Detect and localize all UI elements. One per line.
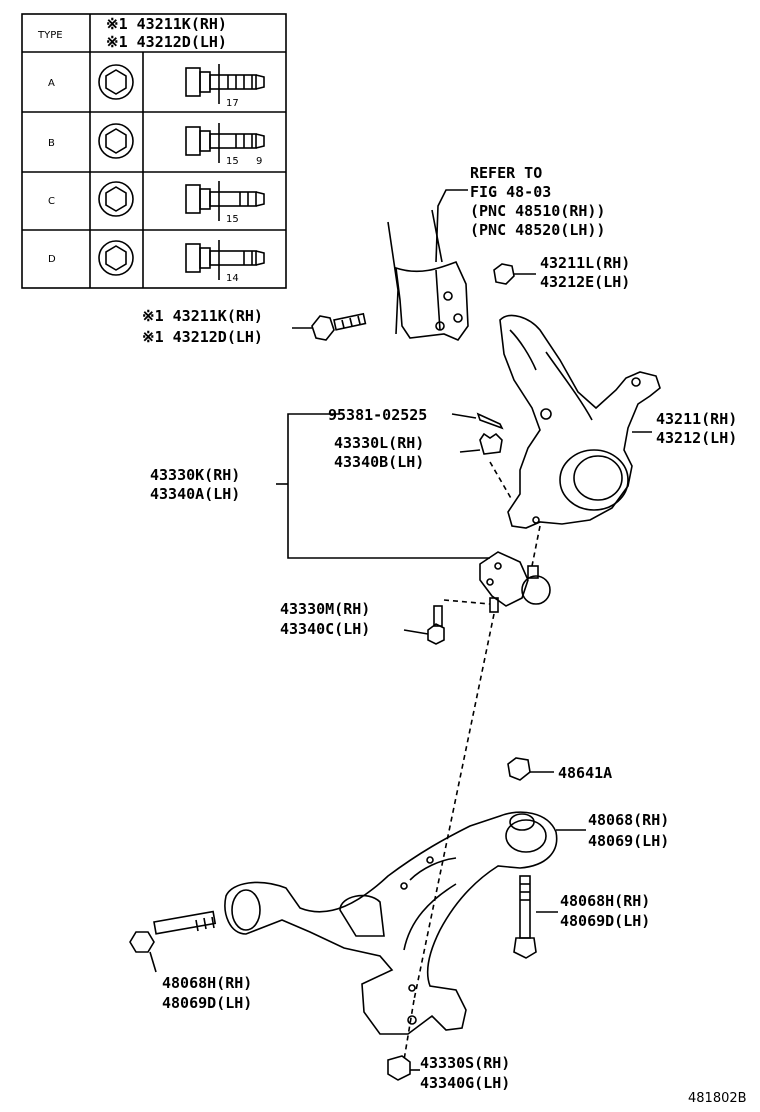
part-label-43340C-lh: 43340C(LH) [280, 620, 370, 638]
part-label-48068H-rh-right: 48068H(RH) [560, 892, 650, 910]
bolt-dimension: 14 [226, 273, 239, 284]
cotter-pin [451, 412, 504, 430]
flange-nut-43211L [493, 263, 536, 285]
ball-joint [479, 551, 551, 613]
nut-48641A [507, 757, 554, 781]
part-label-43330S-rh: 43330S(RH) [420, 1054, 510, 1072]
assembly-lines [403, 461, 541, 1061]
nut-43330S [387, 1055, 420, 1081]
part-label-43212D-lh: ※1 43212D(LH) [142, 328, 263, 346]
bolt-dimension: 15 [226, 156, 239, 167]
bolt-head-end-view [98, 123, 134, 159]
part-label-43340A-lh: 43340A(LH) [150, 485, 240, 503]
part-label-48069D-lh-right: 48069D(LH) [560, 912, 650, 930]
part-label-43211K-rh: ※1 43211K(RH) [142, 307, 263, 325]
part-label-95381: 95381-02525 [328, 406, 427, 424]
part-label-48069-lh: 48069(LH) [588, 832, 669, 850]
part-label-43330L-rh: 43330L(RH) [334, 434, 424, 452]
table-header-line1: ※1 43211K(RH) [106, 15, 227, 33]
table-row-type: B [48, 138, 55, 149]
shock-absorber-bracket [387, 209, 469, 341]
part-label-43211-rh: 43211(RH) [656, 410, 737, 428]
bolt-head-end-view [98, 240, 134, 276]
figure-id: 481802B [688, 1091, 747, 1106]
part-label-43340B-lh: 43340B(LH) [334, 453, 424, 471]
bolt-48068H-vertical [513, 875, 558, 959]
part-label-43330K-rh: 43330K(RH) [150, 466, 240, 484]
bolt-side-view [185, 64, 265, 104]
bolt-head-end-view [98, 181, 134, 217]
bolt-43330M [403, 605, 445, 645]
steering-knuckle [499, 314, 661, 529]
bolt-type-table: TYPE ※1 43211K(RH) ※1 43212D(LH) A 17 B [21, 13, 287, 289]
bolt-dimension: 17 [226, 98, 239, 109]
bolt-side-view [185, 181, 265, 221]
bolt-side-view [185, 123, 265, 163]
refer-pnc-lh-label: (PNC 48520(LH)) [470, 221, 605, 239]
part-label-48641A: 48641A [558, 764, 612, 782]
refer-pnc-rh-label: (PNC 48510(RH)) [470, 202, 605, 220]
refer-to-label: REFER TO [470, 164, 542, 182]
castle-nut [459, 432, 503, 455]
bolt-head-end-view [98, 64, 134, 100]
part-label-43211L-rh: 43211L(RH) [540, 254, 630, 272]
table-row-type: D [48, 254, 56, 265]
part-label-48068-rh: 48068(RH) [588, 811, 669, 829]
part-label-43340G-lh: 43340G(LH) [420, 1074, 510, 1092]
bolt-dimension-secondary: 9 [256, 156, 262, 167]
refer-fig-label: FIG 48-03 [470, 183, 551, 201]
part-label-48069D-lh-left: 48069D(LH) [162, 994, 252, 1012]
part-label-43330M-rh: 43330M(RH) [280, 600, 370, 618]
bolt-dimension: 15 [226, 214, 239, 225]
table-row-type: C [48, 196, 55, 207]
part-label-48068H-rh-left: 48068H(RH) [162, 974, 252, 992]
part-label-43212-lh: 43212(LH) [656, 429, 737, 447]
bolt-48068H-horizontal [129, 910, 217, 973]
lower-control-arm [224, 811, 558, 1035]
table-header-line2: ※1 43212D(LH) [106, 33, 227, 51]
part-label-43212E-lh: 43212E(LH) [540, 273, 630, 291]
table-row-type: A [48, 78, 55, 89]
bolt-43211K [292, 312, 367, 341]
bolt-side-view [185, 240, 265, 280]
table-header-type: TYPE [37, 30, 63, 41]
